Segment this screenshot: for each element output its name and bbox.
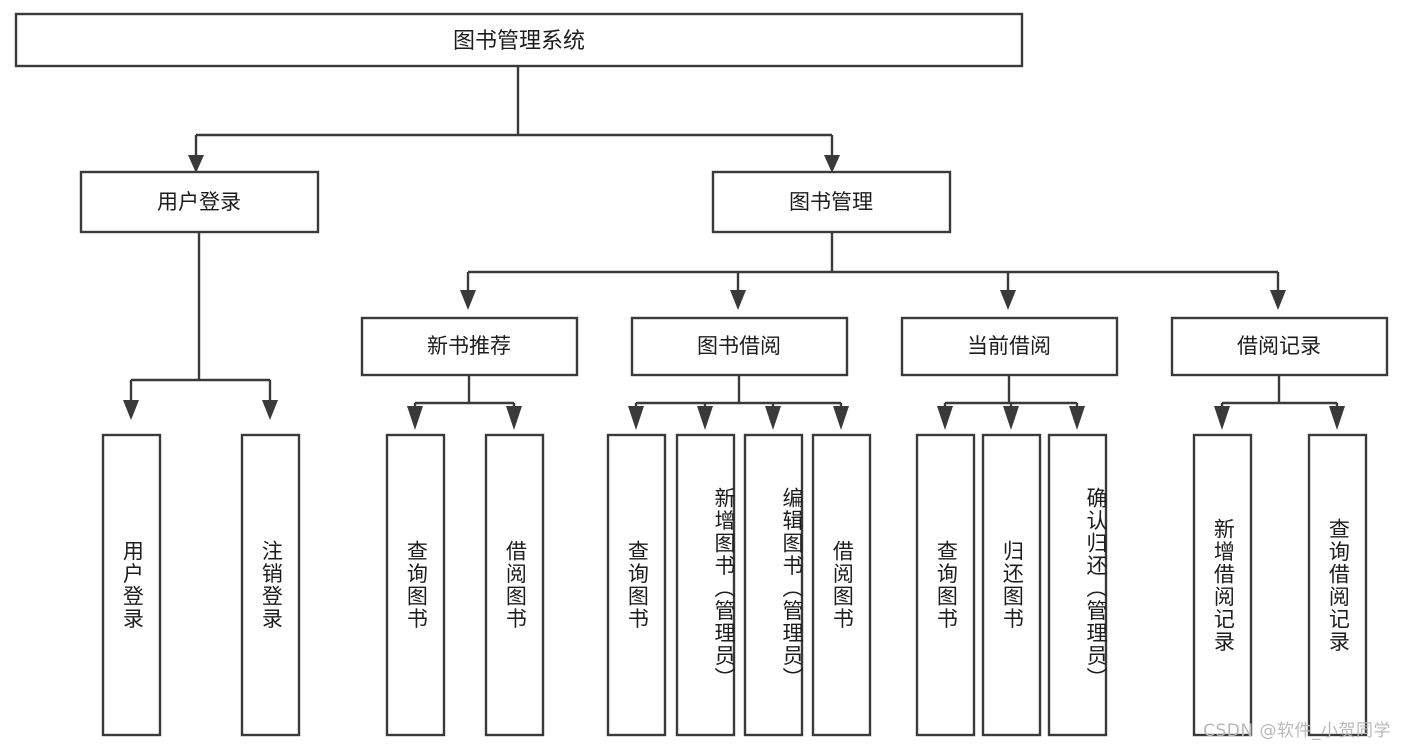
node-current-borrow[interactable] [900, 316, 1119, 377]
node-leaf-query-borrow-record[interactable] [1307, 433, 1368, 737]
arrow-newbook-leaf-0 [407, 406, 423, 430]
node-root-book-management-system[interactable] [14, 12, 1024, 68]
arrow-to-borrow-record [1270, 290, 1286, 310]
arrow-currentborrow-leaf-0 [937, 406, 953, 430]
node-book-management-label: 图书管理 [789, 190, 873, 214]
node-new-book-recommend-label: 新书推荐 [427, 334, 511, 358]
arrow-root-to-book-manage [824, 155, 840, 173]
node-leaf-user-login[interactable] [101, 433, 162, 737]
node-leaf-borrow-book[interactable] [811, 433, 872, 737]
node-leaf-borrow-book-recommend[interactable] [484, 433, 545, 737]
node-borrow-record[interactable] [1170, 316, 1389, 377]
arrow-currentborrow-leaf-1 [1003, 406, 1019, 430]
arrow-borrowrecord-leaf-1 [1329, 406, 1345, 430]
node-leaf-add-borrow-record[interactable] [1192, 433, 1253, 737]
arrow-to-book-borrow [730, 290, 746, 310]
node-leaf-query-book-borrow[interactable] [606, 433, 667, 737]
arrow-bookborrow-leaf-1 [697, 406, 713, 430]
arrow-newbook-leaf-1 [506, 406, 522, 430]
node-root-label: 图书管理系统 [453, 29, 585, 54]
node-book-borrow[interactable] [630, 316, 849, 377]
node-leaf-add-book-admin[interactable] [675, 433, 736, 737]
node-book-management[interactable] [711, 170, 952, 234]
node-user-login[interactable] [79, 170, 320, 234]
arrow-userlogin-leaf-1 [262, 400, 278, 420]
node-leaf-query-book-recommend[interactable] [385, 433, 446, 737]
arrow-root-to-user-login [188, 155, 204, 173]
arrow-to-new-book-recommend [460, 290, 476, 310]
arrow-bookborrow-leaf-3 [833, 406, 849, 430]
node-leaf-logout[interactable] [240, 433, 301, 737]
node-book-borrow-label: 图书借阅 [697, 334, 781, 358]
arrow-to-current-borrow [1000, 290, 1016, 310]
node-user-login-label: 用户登录 [157, 190, 241, 214]
node-new-book-recommend[interactable] [360, 316, 579, 377]
node-leaf-edit-book-admin[interactable] [743, 433, 804, 737]
node-current-borrow-label: 当前借阅 [967, 334, 1051, 358]
arrow-currentborrow-leaf-2 [1069, 406, 1085, 430]
arrow-bookborrow-leaf-2 [765, 406, 781, 430]
node-leaf-return-book[interactable] [981, 433, 1042, 737]
node-layer: 图书管理系统 用户登录 图书管理 新书推荐 图书借阅 当前借阅 借阅记录 [14, 12, 1389, 737]
arrow-bookborrow-leaf-0 [628, 406, 644, 430]
node-leaf-confirm-return-admin[interactable] [1047, 433, 1108, 737]
csdn-watermark: CSDN @软件_小贺同学 [1203, 721, 1391, 741]
connector-layer [123, 66, 1345, 430]
arrow-borrowrecord-leaf-0 [1214, 406, 1230, 430]
node-leaf-query-book-current[interactable] [915, 433, 976, 737]
arrow-userlogin-leaf-0 [123, 400, 139, 420]
node-borrow-record-label: 借阅记录 [1237, 334, 1321, 358]
